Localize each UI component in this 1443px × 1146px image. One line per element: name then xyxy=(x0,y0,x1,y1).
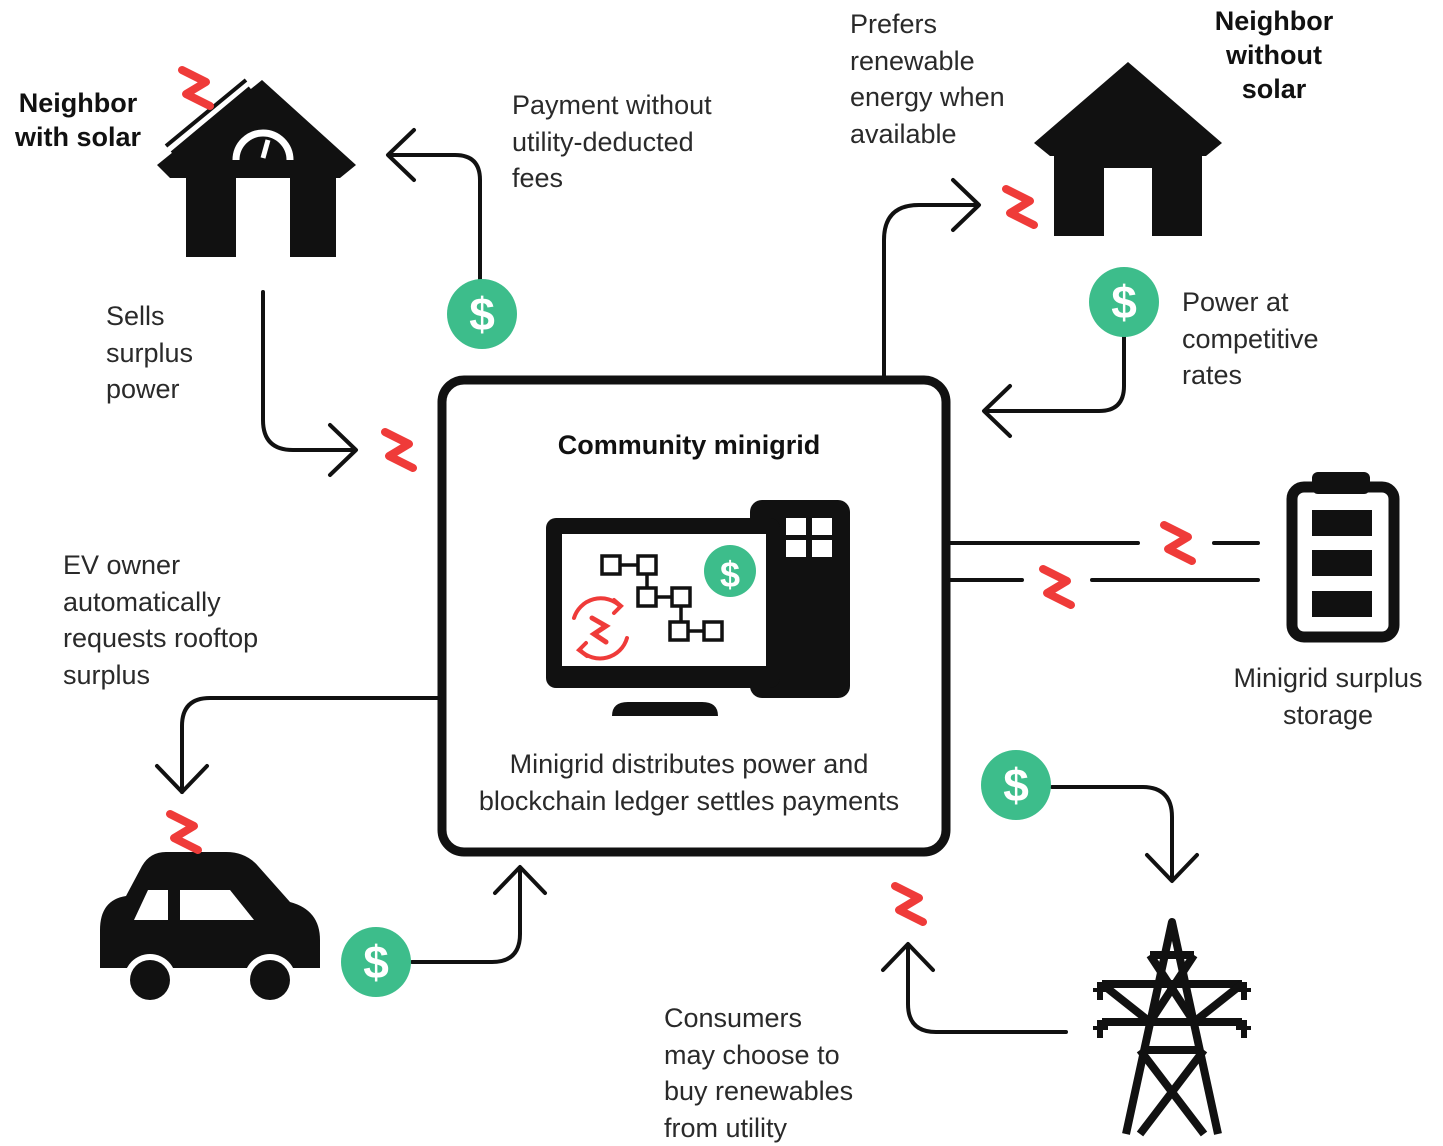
utility-supply-arrow xyxy=(906,943,1068,1034)
annotation-consumers-utility: Consumers may choose to buy renewables f… xyxy=(664,1003,854,1143)
renewable-supply-arrow xyxy=(882,203,980,378)
power-bolt-icon xyxy=(1164,525,1192,561)
payment-arrow xyxy=(388,153,482,284)
money-icon xyxy=(447,279,517,349)
car-icon xyxy=(100,814,320,1006)
annotation-sells-surplus: Sells surplus power xyxy=(106,301,194,404)
annotation-competitive-rates: Power at competitive rates xyxy=(1182,287,1319,390)
house-icon xyxy=(1034,62,1222,236)
label-neighbor-with-solar: Neighbor with solar xyxy=(14,88,142,152)
money-icon xyxy=(981,750,1051,820)
label-neighbor-without-solar: Neighbor without solar xyxy=(1214,6,1334,104)
power-bolt-icon xyxy=(385,432,413,468)
house-with-solar-panel-icon xyxy=(157,70,356,257)
svg-text:$: $ xyxy=(720,554,740,595)
surplus-power-arrow xyxy=(261,290,357,452)
power-bolt-icon xyxy=(895,886,923,922)
computer-blockchain-icon: $ xyxy=(546,500,850,716)
money-icon xyxy=(1089,267,1159,337)
utility-payment-arrow xyxy=(1050,785,1174,882)
ev-supply-arrow xyxy=(180,696,442,794)
annotation-prefers-renewable: Prefers renewable energy when available xyxy=(850,9,1005,149)
power-bolt-icon xyxy=(1006,189,1034,225)
label-minigrid-storage: Minigrid surplus storage xyxy=(1233,663,1423,730)
battery-icon xyxy=(1286,472,1400,643)
competitive-rates-arrow xyxy=(983,334,1126,413)
power-transmission-tower-icon xyxy=(1093,918,1251,1137)
annotation-ev-owner: EV owner automatically requests rooftop … xyxy=(63,550,259,690)
minigrid-caption: Minigrid distributes power and blockchai… xyxy=(478,749,900,816)
minigrid-title: Community minigrid xyxy=(557,430,821,460)
money-icon xyxy=(341,927,411,997)
annotation-payment-without-fees: Payment without utility-deducted fees xyxy=(512,90,712,193)
minigrid-box xyxy=(437,375,951,857)
power-bolt-icon xyxy=(1043,569,1071,605)
ev-payment-arrow xyxy=(410,866,522,964)
